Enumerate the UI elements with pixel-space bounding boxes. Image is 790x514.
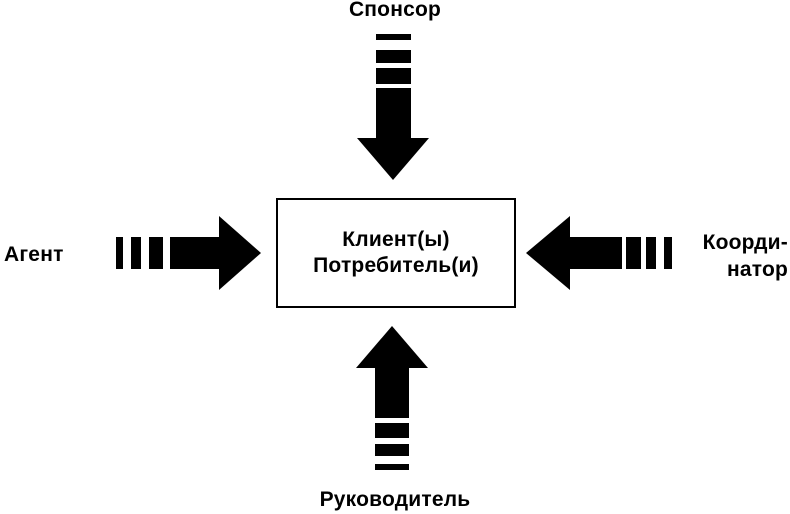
arrow-left-icon bbox=[526, 216, 672, 290]
arrow-dash bbox=[375, 34, 411, 40]
label-coordinator-line1: Коорди- bbox=[702, 231, 788, 254]
label-leader: Руководитель bbox=[319, 488, 471, 511]
arrow-dash bbox=[131, 237, 141, 269]
client-box: Клиент(ы) Потребитель(и) bbox=[276, 198, 516, 308]
arrow-shaft bbox=[375, 368, 409, 418]
label-coordinator-line2: натор bbox=[726, 258, 788, 281]
arrow-dash bbox=[375, 444, 409, 456]
arrow-shaft bbox=[375, 88, 411, 138]
arrow-head bbox=[219, 216, 261, 290]
label-agent: Агент bbox=[4, 243, 64, 266]
client-box-line2: Потребитель(и) bbox=[313, 254, 479, 277]
arrow-right-icon bbox=[116, 216, 261, 290]
arrow-dash bbox=[375, 464, 409, 470]
arrow-head bbox=[526, 216, 570, 290]
arrow-head bbox=[357, 138, 429, 180]
arrow-head bbox=[356, 326, 428, 368]
arrow-up-icon bbox=[356, 326, 428, 470]
arrow-dash bbox=[646, 237, 656, 269]
arrow-shaft bbox=[570, 237, 622, 269]
arrow-dash bbox=[626, 237, 641, 269]
arrow-dash bbox=[116, 237, 123, 269]
client-box-line1: Клиент(ы) bbox=[342, 228, 450, 251]
arrow-shaft bbox=[170, 237, 219, 269]
arrow-dash bbox=[149, 237, 163, 269]
arrow-dash bbox=[375, 50, 411, 63]
arrow-dash bbox=[375, 423, 409, 438]
arrow-down-icon bbox=[357, 34, 429, 180]
arrow-dash bbox=[375, 68, 411, 84]
label-coordinator: Коорди- натор bbox=[703, 229, 788, 283]
label-sponsor: Спонсор bbox=[348, 0, 442, 21]
arrow-dash bbox=[664, 237, 672, 269]
